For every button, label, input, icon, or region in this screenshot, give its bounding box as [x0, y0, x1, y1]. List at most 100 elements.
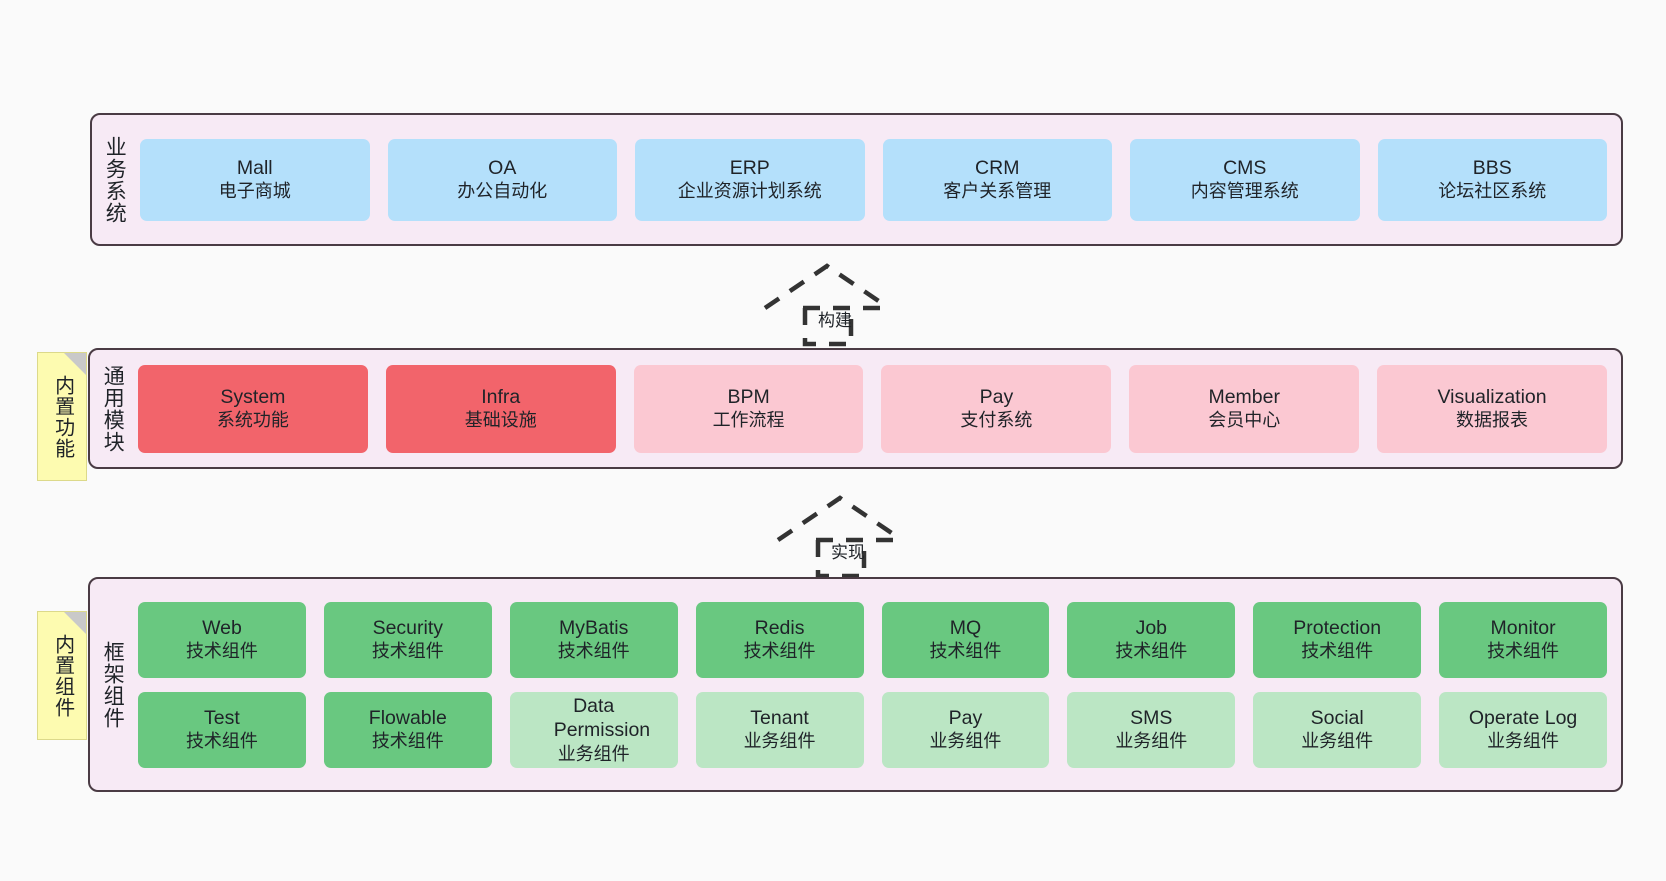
note-builtin-functions: 内置功能	[37, 352, 87, 481]
connector-label-build: 构建	[818, 311, 852, 330]
node-en-label: Mall	[236, 156, 273, 179]
node-mybatis[interactable]: MyBatis 技术组件	[509, 601, 678, 678]
node-monitor[interactable]: Monitor 技术组件	[1439, 601, 1607, 678]
note-label: 内置组件	[51, 633, 74, 718]
node-security[interactable]: Security 技术组件	[323, 601, 492, 678]
node-protection[interactable]: Protection 技术组件	[1253, 601, 1422, 678]
node-en-label: BBS	[1472, 156, 1512, 179]
layer-body-framework-components: Web 技术组件 Security 技术组件 MyBatis 技术组件 Redi…	[134, 579, 1621, 790]
node-bpm[interactable]: BPM 工作流程	[633, 364, 864, 453]
node-cn-label: 工作流程	[712, 410, 785, 431]
node-flowable[interactable]: Flowable 技术组件	[323, 691, 492, 768]
arrow-head-triangle-implement	[776, 495, 904, 542]
node-pay-module[interactable]: Pay 支付系统	[881, 364, 1112, 453]
node-social[interactable]: Social 业务组件	[1253, 691, 1422, 768]
node-en-label: Monitor	[1490, 616, 1556, 639]
note-fold-corner-icon	[64, 612, 86, 634]
node-cn-label: 业务组件	[743, 731, 816, 752]
node-cn-label: 技术组件	[371, 641, 444, 662]
node-crm[interactable]: CRM 客户关系管理	[882, 138, 1112, 221]
node-cn-label: 技术组件	[371, 731, 444, 752]
node-redis[interactable]: Redis 技术组件	[695, 601, 864, 678]
node-cn-label: 技术组件	[1115, 641, 1188, 662]
layer-business-systems: 业务系统 Mall 电子商城 OA 办公自动化 ERP 企业资源计划系统 CRM…	[90, 113, 1623, 246]
node-cms[interactable]: CMS 内容管理系统	[1130, 138, 1360, 221]
node-cn-label: 技术组件	[185, 731, 258, 752]
node-en-label: ERP	[729, 156, 770, 179]
node-test[interactable]: Test 技术组件	[138, 691, 306, 768]
node-cn-label: 技术组件	[557, 641, 630, 662]
layer-common-modules: 通用模块 System 系统功能 Infra 基础设施 BPM 工作流程 Pay…	[88, 348, 1623, 469]
node-en-label: Protection	[1293, 616, 1382, 639]
node-en-label: CMS	[1223, 156, 1267, 179]
node-pay-component[interactable]: Pay 业务组件	[881, 691, 1050, 768]
node-en-label: System	[220, 385, 286, 408]
arrow-stem-build	[802, 308, 854, 347]
node-mq[interactable]: MQ 技术组件	[881, 601, 1050, 678]
node-en-label: Member	[1208, 385, 1280, 408]
node-data-permission[interactable]: Data Permission 业务组件	[509, 691, 678, 768]
framework-row-tech: Web 技术组件 Security 技术组件 MyBatis 技术组件 Redi…	[138, 601, 1607, 678]
node-operate-log[interactable]: Operate Log 业务组件	[1439, 691, 1607, 768]
node-cn-label: 业务组件	[929, 731, 1002, 752]
layer-body-common-modules: System 系统功能 Infra 基础设施 BPM 工作流程 Pay 支付系统…	[134, 350, 1621, 467]
node-infra[interactable]: Infra 基础设施	[385, 364, 616, 453]
node-cn-label: 办公自动化	[457, 181, 548, 202]
node-cn-label: 技术组件	[1301, 641, 1374, 662]
node-en-label: SMS	[1130, 706, 1173, 729]
node-cn-label: 业务组件	[557, 743, 630, 764]
node-cn-label: 技术组件	[929, 641, 1002, 662]
node-oa[interactable]: OA 办公自动化	[387, 138, 617, 221]
node-cn-label: 业务组件	[1115, 731, 1188, 752]
node-cn-label: 业务组件	[1487, 731, 1560, 752]
node-member[interactable]: Member 会员中心	[1129, 364, 1360, 453]
node-en-label: OA	[488, 156, 517, 179]
node-en-label: Pay	[948, 706, 983, 729]
node-cn-label: 技术组件	[185, 641, 258, 662]
node-en-label: Infra	[481, 385, 521, 408]
node-en-label: MQ	[949, 616, 982, 639]
node-en-label: Web	[202, 616, 242, 639]
node-en-label: Flowable	[368, 706, 447, 729]
node-bbs[interactable]: BBS 论坛社区系统	[1377, 138, 1607, 221]
node-tenant[interactable]: Tenant 业务组件	[695, 691, 864, 768]
node-mall[interactable]: Mall 电子商城	[140, 138, 370, 221]
node-en-label: BPM	[727, 385, 770, 408]
node-en-label: Data Permission	[553, 694, 651, 742]
node-cn-label: 内容管理系统	[1190, 181, 1299, 202]
layer-body-business-systems: Mall 电子商城 OA 办公自动化 ERP 企业资源计划系统 CRM 客户关系…	[136, 115, 1621, 244]
node-en-label: Security	[372, 616, 444, 639]
node-en-label: Job	[1135, 616, 1168, 639]
node-system[interactable]: System 系统功能	[138, 364, 368, 453]
node-en-label: Tenant	[750, 706, 809, 729]
node-job[interactable]: Job 技术组件	[1067, 601, 1236, 678]
connector-build: 构建	[755, 258, 905, 348]
layer-framework-components: 框架组件 Web 技术组件 Security 技术组件 MyBatis 技术组件…	[88, 577, 1623, 792]
connector-label-implement: 实现	[831, 543, 865, 562]
node-en-label: Test	[204, 706, 240, 729]
node-cn-label: 客户关系管理	[943, 181, 1052, 202]
node-cn-label: 系统功能	[216, 410, 289, 431]
node-web[interactable]: Web 技术组件	[138, 601, 306, 678]
node-erp[interactable]: ERP 企业资源计划系统	[635, 138, 865, 221]
node-en-label: MyBatis	[559, 616, 629, 639]
node-cn-label: 电子商城	[218, 181, 291, 202]
framework-row-business: Test 技术组件 Flowable 技术组件 Data Permission …	[138, 691, 1607, 768]
node-cn-label: 业务组件	[1301, 731, 1374, 752]
node-cn-label: 技术组件	[1487, 641, 1560, 662]
node-visualization[interactable]: Visualization 数据报表	[1377, 364, 1607, 453]
node-cn-label: 会员中心	[1208, 410, 1281, 431]
arrow-head-triangle-build	[763, 263, 891, 310]
note-label: 内置功能	[51, 374, 74, 459]
node-sms[interactable]: SMS 业务组件	[1067, 691, 1236, 768]
node-en-label: CRM	[975, 156, 1020, 179]
layer-title-framework-components: 框架组件	[101, 640, 125, 729]
node-en-label: Visualization	[1437, 385, 1547, 408]
node-cn-label: 数据报表	[1456, 410, 1529, 431]
node-en-label: Operate Log	[1468, 706, 1578, 729]
arrow-stem-implement	[815, 540, 867, 579]
node-cn-label: 技术组件	[743, 641, 816, 662]
node-en-label: Social	[1310, 706, 1364, 729]
connector-implement: 实现	[768, 490, 918, 580]
